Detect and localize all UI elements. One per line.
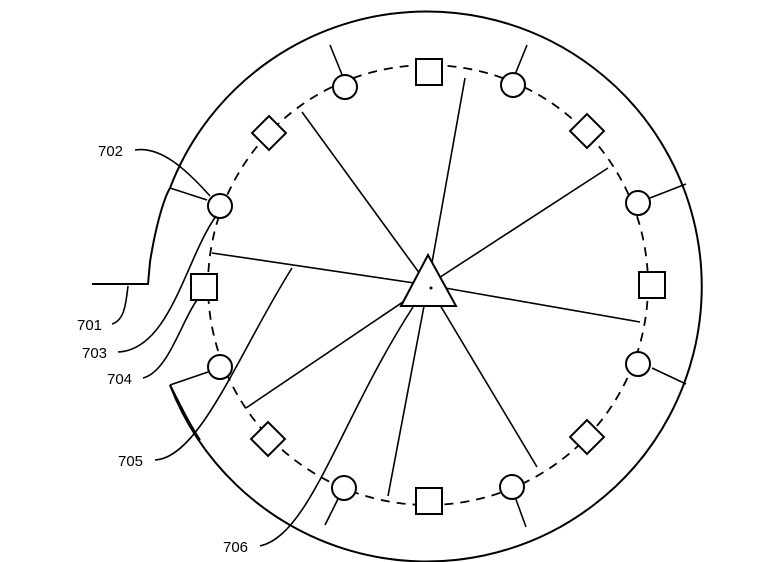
outer-ring [169,10,703,562]
label-705: 705 [118,453,143,470]
label-701: 701 [77,317,102,334]
circle-nodes [207,72,651,501]
notch-lower-edge [169,384,201,441]
spokes [211,77,641,497]
outer-ring-notch [92,187,171,285]
center-dot [429,286,433,290]
center-triangle-node [399,252,458,307]
square-nodes [190,58,666,515]
label-703: 703 [82,345,107,362]
label-702: 702 [98,143,123,160]
label-706: 706 [223,539,248,556]
diamond-nodes [249,112,606,458]
label-704: 704 [107,371,132,388]
leader-lines [111,148,414,547]
